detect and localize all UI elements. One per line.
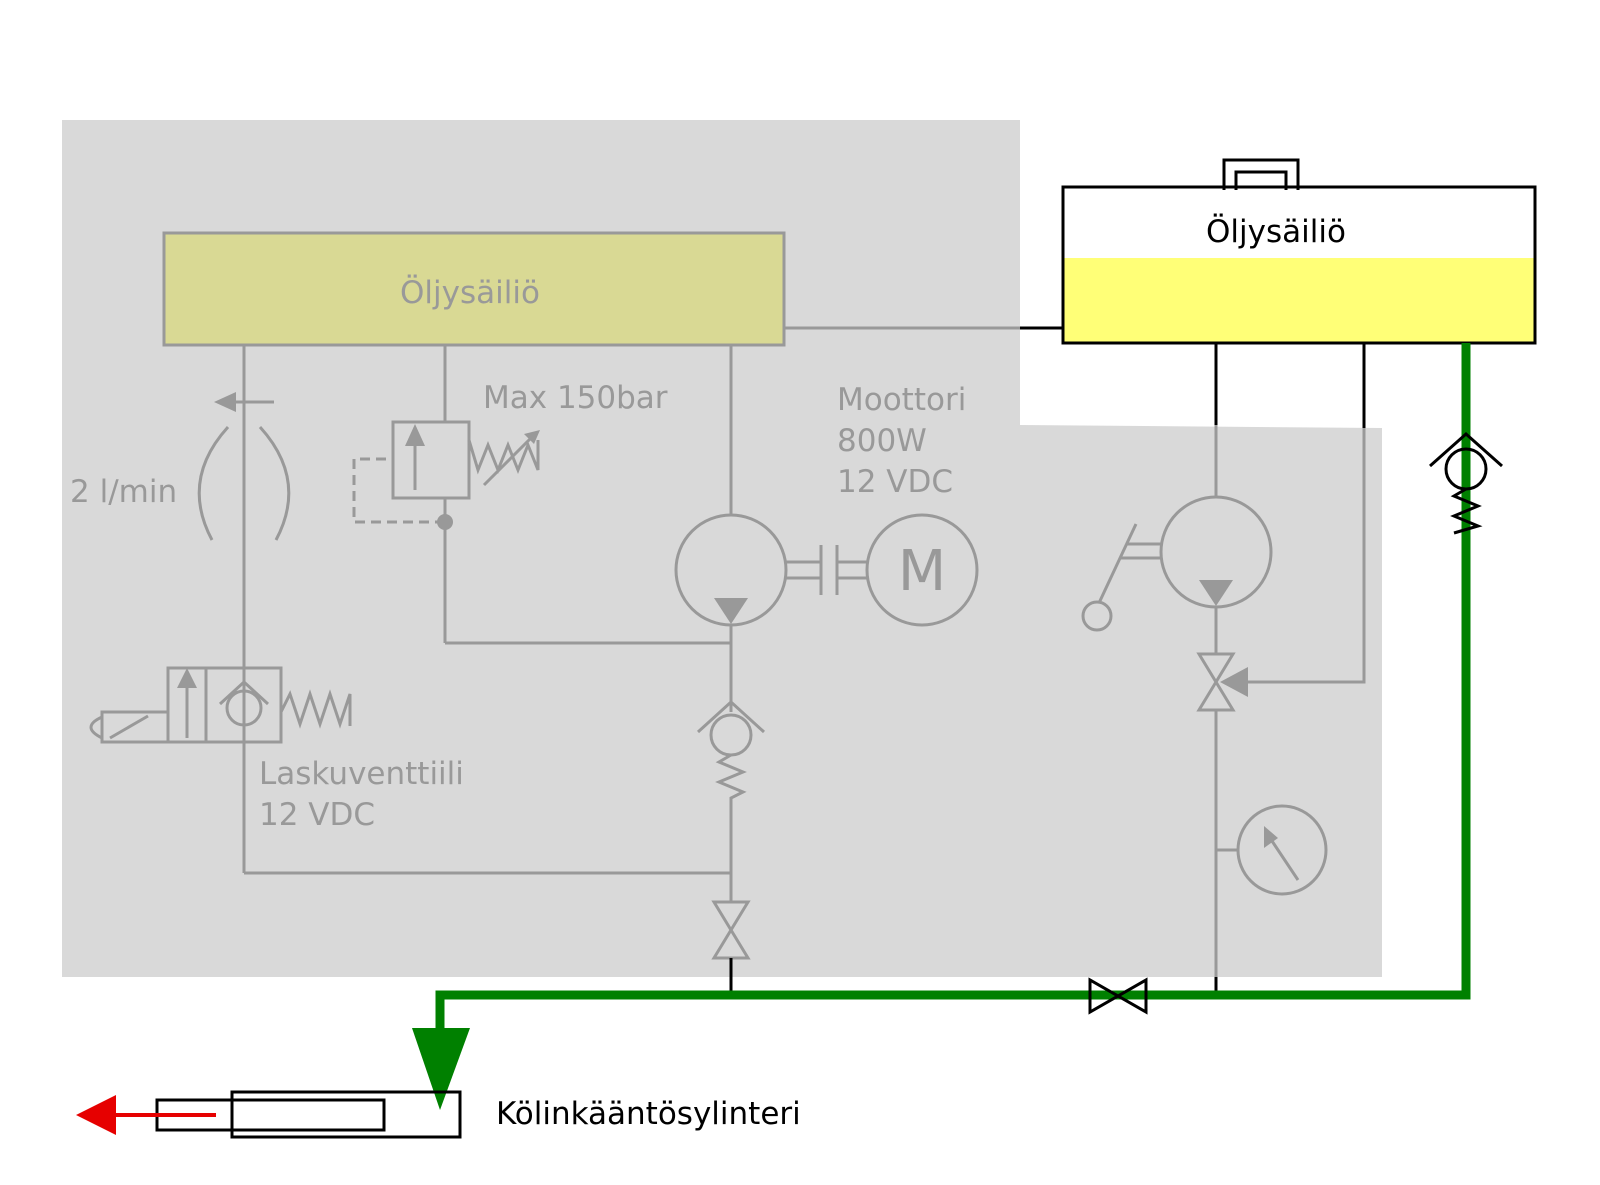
- motor-symbol: M: [898, 539, 946, 604]
- relief-arrow-icon: [405, 424, 425, 446]
- motor-label-2: 800W: [837, 423, 927, 459]
- active-flow-line: [435, 343, 1471, 1060]
- shutoff-valve-main: [1088, 977, 1148, 1015]
- flow-label: 2 l/min: [70, 474, 177, 510]
- tank-right-oil: [1063, 258, 1535, 343]
- flow-throttle: [197, 400, 291, 541]
- check-valve-pump: [696, 699, 766, 800]
- pressure-gauge: [1216, 804, 1328, 896]
- pump-motor-coupling: [786, 545, 867, 595]
- cylinder-label: Kölinkääntösylinteri: [496, 1096, 801, 1132]
- hand-pump-lever: [1081, 523, 1161, 632]
- relief-label: Max 150bar: [483, 380, 668, 416]
- tank-left-label: Öljysäiliö: [400, 274, 540, 311]
- lowering-valve-label-2: 12 VDC: [259, 797, 375, 833]
- tank-left: [162, 231, 786, 347]
- relief-junction-dot: [437, 514, 453, 530]
- check-valve-return: [1429, 431, 1503, 535]
- motor-label-1: Moottori: [837, 382, 966, 418]
- tank-right-label: Öljysäiliö: [1206, 213, 1346, 250]
- shutoff-valve-pump: [711, 900, 751, 960]
- lowering-valve-label-1: Laskuventtiili: [259, 756, 464, 792]
- hand-pump-arrow-icon: [1199, 580, 1233, 606]
- relief-spring-arrowhead-icon: [524, 430, 540, 444]
- tank-right-cap: [1222, 158, 1300, 190]
- gauge-needle-icon: [1264, 826, 1278, 848]
- lowering-valve-arrow-icon: [177, 668, 197, 688]
- active-flow-arrow-icon: [412, 1028, 470, 1110]
- cylinder: [155, 1090, 462, 1139]
- pump-arrow-icon: [714, 598, 748, 624]
- motor: [865, 513, 979, 627]
- hand-valve-arrow-icon: [1220, 667, 1248, 697]
- throttle-arrow-icon: [214, 392, 236, 412]
- motor-label-3: 12 VDC: [837, 464, 953, 500]
- lowering-valve: [89, 666, 352, 744]
